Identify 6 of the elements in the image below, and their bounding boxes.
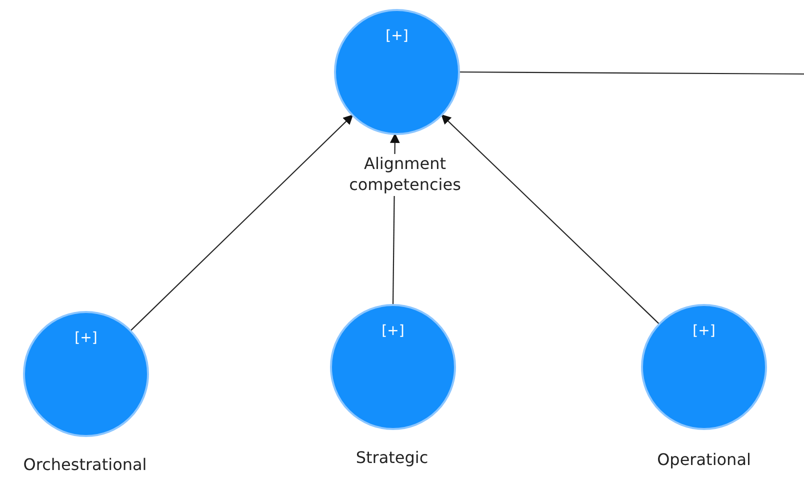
expand-marker: [+] xyxy=(380,323,406,339)
arrow xyxy=(130,114,354,332)
expand-marker: [+] xyxy=(692,323,716,339)
expand-marker: [+] xyxy=(384,28,410,44)
expand-marker: [+] xyxy=(74,330,98,346)
arrow xyxy=(441,114,660,324)
